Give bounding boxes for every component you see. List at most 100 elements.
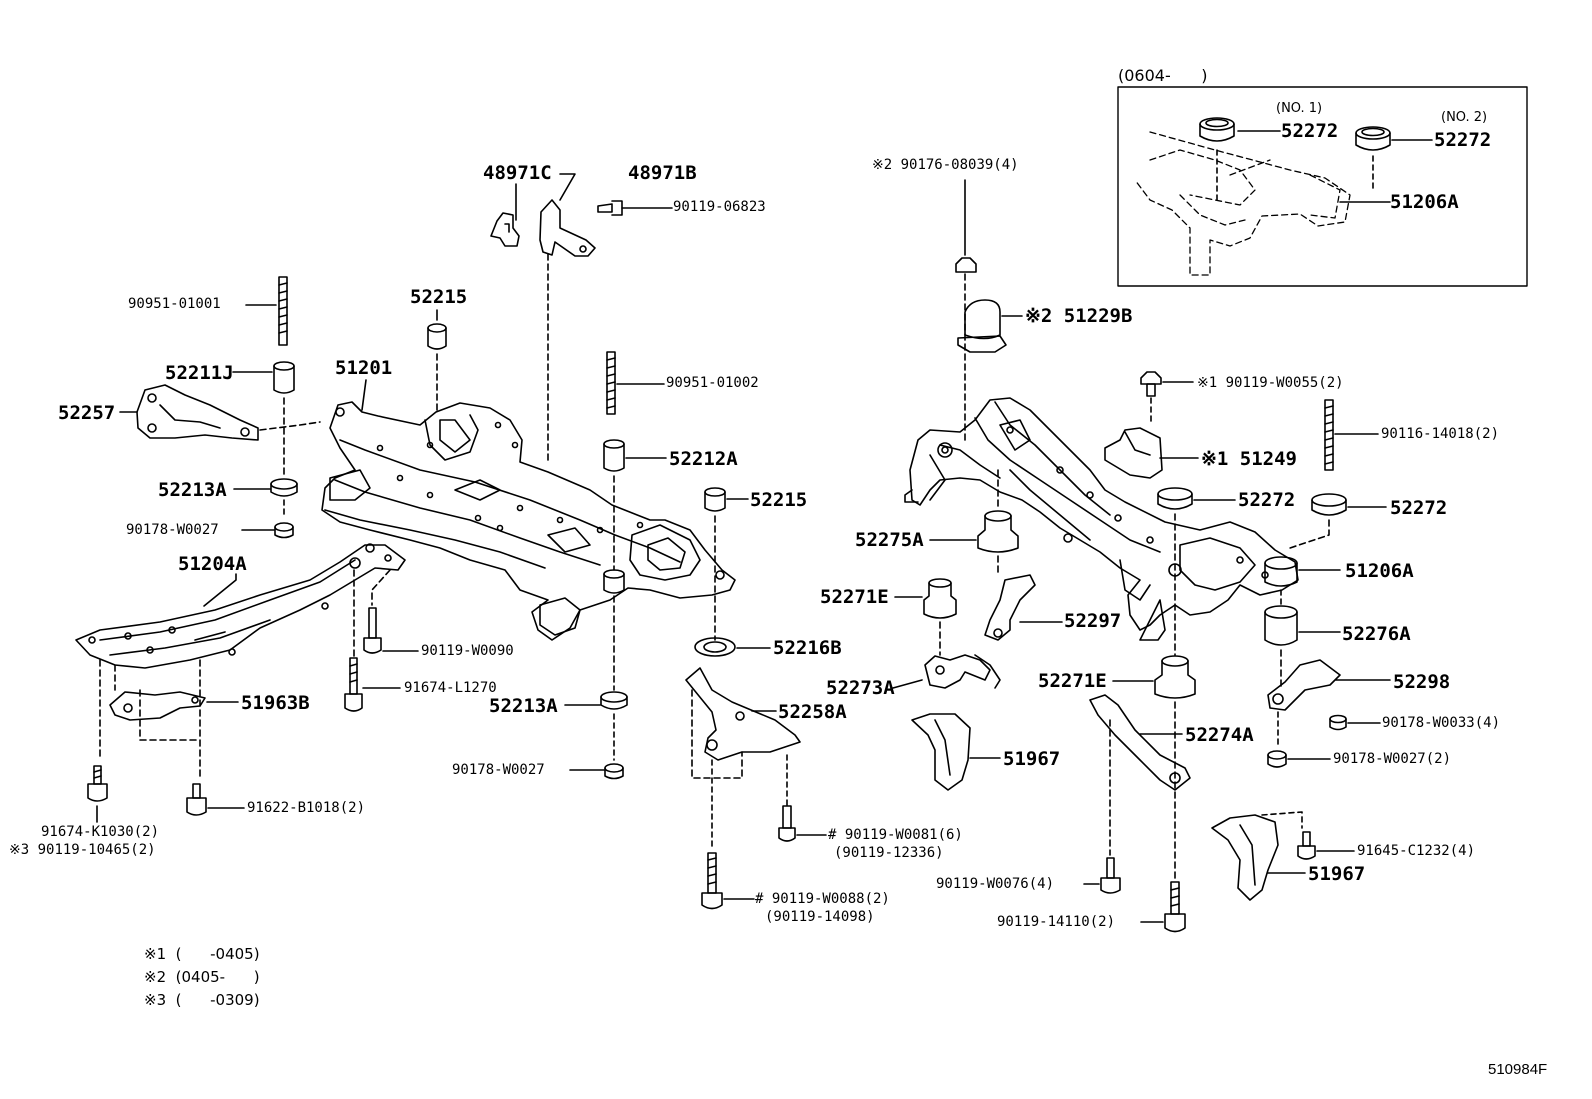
- part-label-90119-W0088: # 90119-W0088(2): [755, 891, 890, 907]
- inset-no2-label: (NO. 2): [1441, 110, 1488, 125]
- inset-frame: [1117, 86, 1528, 287]
- part-label-90951-01001: 90951-01001: [128, 296, 221, 312]
- part-label-52211J: 52211J: [165, 362, 234, 384]
- part-label-52215-mid: 52215: [750, 489, 808, 511]
- nut-90178-W0033: [1329, 714, 1347, 731]
- bushing-52272-center: [1157, 487, 1193, 510]
- bushing-52215-top: [427, 323, 447, 350]
- part-label-90119-06823: 90119-06823: [673, 199, 766, 215]
- part-label-90178-W0027-right: 90178-W0027(2): [1333, 751, 1452, 767]
- part-label-52272-center: 52272: [1238, 489, 1296, 511]
- part-label-90119-W0076: 90119-W0076(4): [936, 876, 1055, 892]
- bracket-51967-left: [911, 713, 971, 791]
- inset-bushing-no2: [1355, 126, 1391, 151]
- part-label-51967-left: 51967: [1003, 748, 1061, 770]
- bolt-90119-W0076: [1100, 857, 1121, 894]
- crossmember-51201: [321, 401, 736, 641]
- bracket-52258A: [685, 667, 801, 761]
- part-label-52271E-left: 52271E: [820, 586, 889, 608]
- part-label-48971C: 48971C: [483, 162, 552, 184]
- bushing-lower-51201: [603, 569, 625, 594]
- part-label-52215-top: 52215: [410, 286, 468, 308]
- part-label-52216B: 52216B: [773, 637, 842, 659]
- bracket-52273A: [924, 654, 1001, 689]
- bracket-51249: [1104, 427, 1163, 479]
- part-label-90176-08039: ※2 90176-08039(4): [872, 157, 1019, 173]
- bolt-90119-W0090: [363, 607, 382, 654]
- part-label-90119-14098: (90119-14098): [765, 909, 875, 925]
- footnote-2: ※2 (0405- ): [144, 968, 260, 986]
- part-label-52273A: 52273A: [826, 677, 895, 699]
- part-label-90178-W0033: 90178-W0033(4): [1382, 715, 1501, 731]
- stopper-51229B: [957, 299, 1007, 353]
- part-label-52297: 52297: [1064, 610, 1122, 632]
- bushing-52215-mid: [704, 487, 726, 512]
- plate-52216B: [694, 637, 736, 657]
- bracket-51206A: [1264, 556, 1298, 587]
- nut-90178-W0027-left: [274, 522, 294, 539]
- part-label-52258A: 52258A: [778, 701, 847, 723]
- bolt-91674-K1030: [87, 765, 108, 802]
- bolt-91622-B1018: [186, 783, 207, 816]
- part-label-90119-14110: 90119-14110(2): [997, 914, 1116, 930]
- part-label-90178-W0027-mid: 90178-W0027: [452, 762, 545, 778]
- footnotes: ※1 ( -0405) ※2 (0405- ) ※3 ( -0309): [144, 943, 260, 1012]
- part-label-52271E-center: 52271E: [1038, 670, 1107, 692]
- inset-part-52272-no2: 52272: [1434, 129, 1492, 151]
- part-label-51963B: 51963B: [241, 692, 310, 714]
- part-label-91674-K1030: 91674-K1030(2): [41, 824, 160, 840]
- part-label-52275A: 52275A: [855, 529, 924, 551]
- footnote-1: ※1 ( -0405): [144, 945, 260, 963]
- brace-52297: [984, 574, 1036, 641]
- nut-90176-08039: [955, 257, 977, 273]
- bolt-90119-06823: [597, 200, 673, 216]
- nut-90178-W0027-right: [1267, 750, 1287, 768]
- part-label-52272-right: 52272: [1390, 497, 1448, 519]
- stud-90951-01002: [606, 351, 616, 415]
- part-label-90178-W0027-left: 90178-W0027: [126, 522, 219, 538]
- part-label-51201: 51201: [335, 357, 393, 379]
- part-label-52213A-left: 52213A: [158, 479, 227, 501]
- part-label-90116-14018: 90116-14018(2): [1381, 426, 1500, 442]
- inset-bushing-no1: [1199, 117, 1235, 142]
- stud-90951-01001: [278, 276, 288, 346]
- part-label-90119-W0090: 90119-W0090: [421, 643, 514, 659]
- part-label-52298: 52298: [1393, 671, 1451, 693]
- bolt-90119-W0088: [701, 852, 723, 910]
- part-label-91622-B1018: 91622-B1018(2): [247, 800, 366, 816]
- inset-date-range: (0604- ): [1118, 66, 1208, 85]
- bushing-52212A: [603, 439, 625, 472]
- bracket-51967-right: [1211, 814, 1279, 901]
- part-label-51249: ※1 51249: [1201, 448, 1297, 470]
- bracket-48971C: [490, 212, 520, 247]
- bolt-91674-L1270: [344, 657, 363, 712]
- brace-52298: [1267, 659, 1341, 711]
- part-label-90951-01002: 90951-01002: [666, 375, 759, 391]
- part-label-51204A: 51204A: [178, 553, 247, 575]
- brace-51204A: [75, 543, 406, 669]
- inset-part-51206A: 51206A: [1390, 191, 1459, 213]
- part-label-90119-W0055: ※1 90119-W0055(2): [1197, 375, 1344, 391]
- nut-90178-W0027-mid: [604, 763, 624, 780]
- bolt-90119-W0081: [778, 805, 796, 842]
- crossmember-right: [904, 397, 1299, 641]
- cushion-52276A: [1264, 605, 1298, 646]
- bolt-90119-14110: [1164, 881, 1186, 933]
- bolt-90119-W0055: [1140, 371, 1162, 397]
- bracket-48971B: [539, 199, 596, 257]
- bushing-52211J: [273, 361, 295, 394]
- part-label-52274A: 52274A: [1185, 724, 1254, 746]
- cushion-52275A: [977, 510, 1019, 553]
- part-label-52213A-mid: 52213A: [489, 695, 558, 717]
- cushion-52213A-left: [270, 478, 298, 497]
- part-label-91674-L1270: 91674-L1270: [404, 680, 497, 696]
- part-label-52212A: 52212A: [669, 448, 738, 470]
- part-label-52257: 52257: [58, 402, 116, 424]
- part-label-91645-C1232: 91645-C1232(4): [1357, 843, 1476, 859]
- inset-no1-label: (NO. 1): [1276, 101, 1323, 116]
- bolt-91645-C1232: [1297, 831, 1316, 860]
- part-label-90119-12336: (90119-12336): [834, 845, 944, 861]
- cushion-52271E-center: [1154, 655, 1196, 699]
